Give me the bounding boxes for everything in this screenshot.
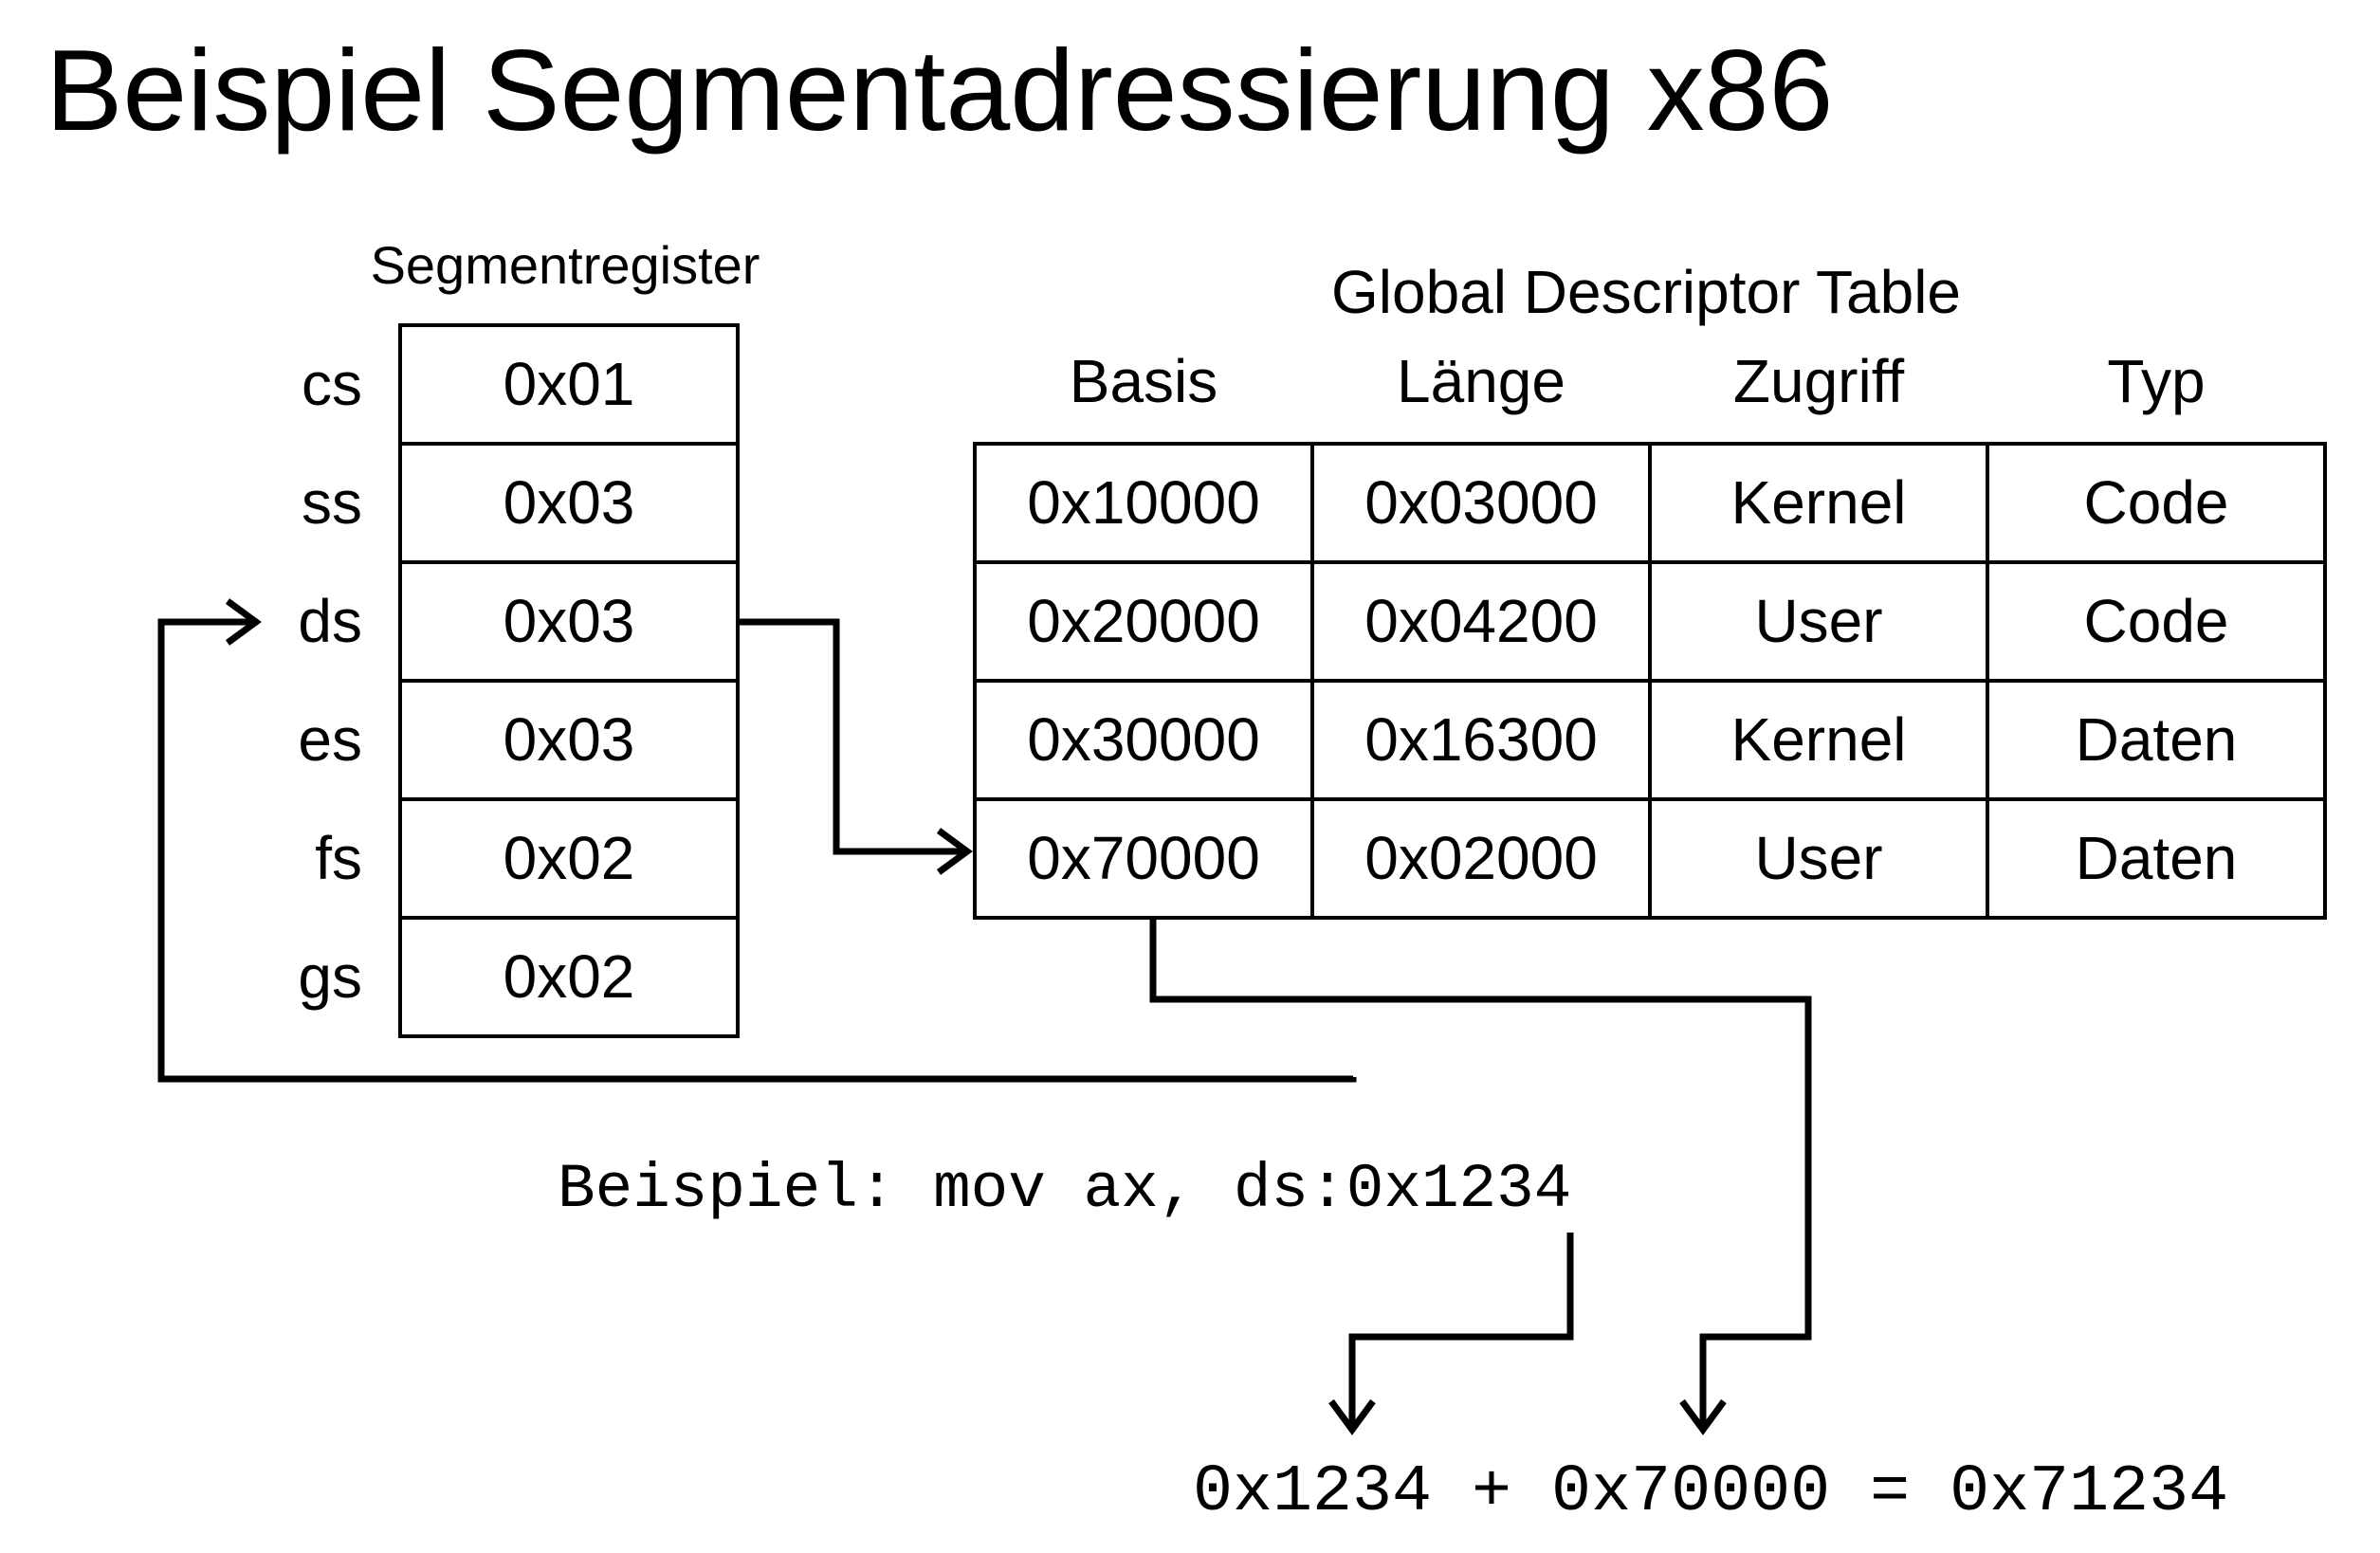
register-name: ss: [302, 468, 362, 537]
gdt-cell: 0x03000: [1364, 468, 1598, 537]
register-name: ds: [298, 587, 362, 655]
segment-register-grid: [398, 323, 740, 1038]
ds-to-gdt-arrow: [738, 618, 965, 855]
gdt-cell: Kernel: [1730, 468, 1907, 537]
gdt-column-header: Länge: [1397, 347, 1565, 415]
base-to-result-arrow: [1149, 918, 1812, 1427]
slide-title: Beispiel Segmentadressierung x86: [46, 26, 1834, 155]
gdt-column-header: Typ: [2107, 347, 2206, 415]
ds-to-gdt-arrowhead: [936, 828, 973, 875]
gdt-cell: User: [1754, 824, 1883, 892]
instruction-to-ds-arrow: [157, 618, 1357, 1083]
gdt-cell: 0x10000: [1027, 468, 1260, 537]
gdt-column-header: Zugriff: [1732, 347, 1905, 415]
gdt-grid: [973, 442, 2327, 920]
gdt-cell: 0x30000: [1027, 705, 1260, 774]
gdt-heading: Global Descriptor Table: [1330, 258, 1962, 326]
register-value: 0x03: [503, 468, 635, 537]
register-value: 0x03: [503, 587, 635, 655]
gdt-cell: Code: [2083, 468, 2229, 537]
gdt-cell: User: [1754, 587, 1883, 655]
gdt-cell: Code: [2083, 587, 2229, 655]
register-value: 0x03: [503, 705, 635, 774]
gdt-cell: Kernel: [1730, 705, 1907, 774]
register-name: es: [298, 705, 362, 774]
gdt-cell: 0x16300: [1364, 705, 1598, 774]
register-value: 0x01: [503, 350, 635, 418]
offset-to-result-arrow: [1348, 1233, 1574, 1427]
offset-to-result-arrowhead: [1328, 1398, 1376, 1435]
gdt-cell: Daten: [2075, 824, 2238, 892]
gdt-column-header: Basis: [1069, 347, 1218, 415]
gdt-cell: Daten: [2075, 705, 2238, 774]
segment-register-heading: Segmentregister: [370, 235, 760, 295]
base-to-result-arrowhead: [1679, 1398, 1727, 1435]
register-value: 0x02: [503, 824, 635, 892]
register-name: cs: [302, 350, 362, 418]
gdt-cell: 0x20000: [1027, 587, 1260, 655]
gdt-cell: 0x04200: [1364, 587, 1598, 655]
address-calculation-result: 0x1234 + 0x70000 = 0x71234: [1193, 1455, 2229, 1530]
register-value: 0x02: [503, 942, 635, 1011]
example-instruction: Beispiel: mov ax, ds:0x1234: [558, 1154, 1572, 1225]
gdt-cell: 0x70000: [1027, 824, 1260, 892]
register-name: fs: [315, 824, 362, 892]
register-name: gs: [298, 942, 362, 1011]
instruction-to-ds-arrowhead: [225, 598, 262, 646]
gdt-cell: 0x02000: [1364, 824, 1598, 892]
